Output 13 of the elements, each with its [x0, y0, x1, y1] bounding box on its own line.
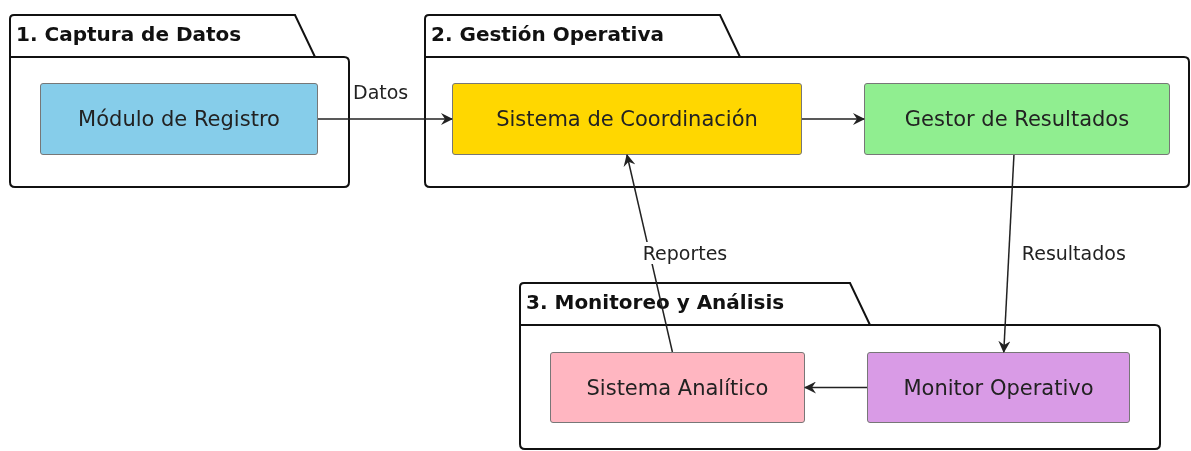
component-box: Monitor Operativo [867, 352, 1130, 423]
component-box: Sistema de Coordinación [452, 83, 802, 155]
edge-label: Reportes [641, 241, 729, 264]
component-box: Sistema Analítico [550, 352, 805, 423]
arrow [998, 154, 1015, 353]
arrow [801, 113, 865, 125]
component-box: Gestor de Resultados [864, 83, 1170, 155]
arrow [804, 381, 868, 394]
arrow [317, 113, 453, 125]
component-box: Módulo de Registro [40, 83, 318, 155]
arrow [623, 154, 674, 353]
package-title: 2. Gestión Operativa [431, 22, 664, 46]
package-title: 1. Captura de Datos [16, 22, 242, 46]
